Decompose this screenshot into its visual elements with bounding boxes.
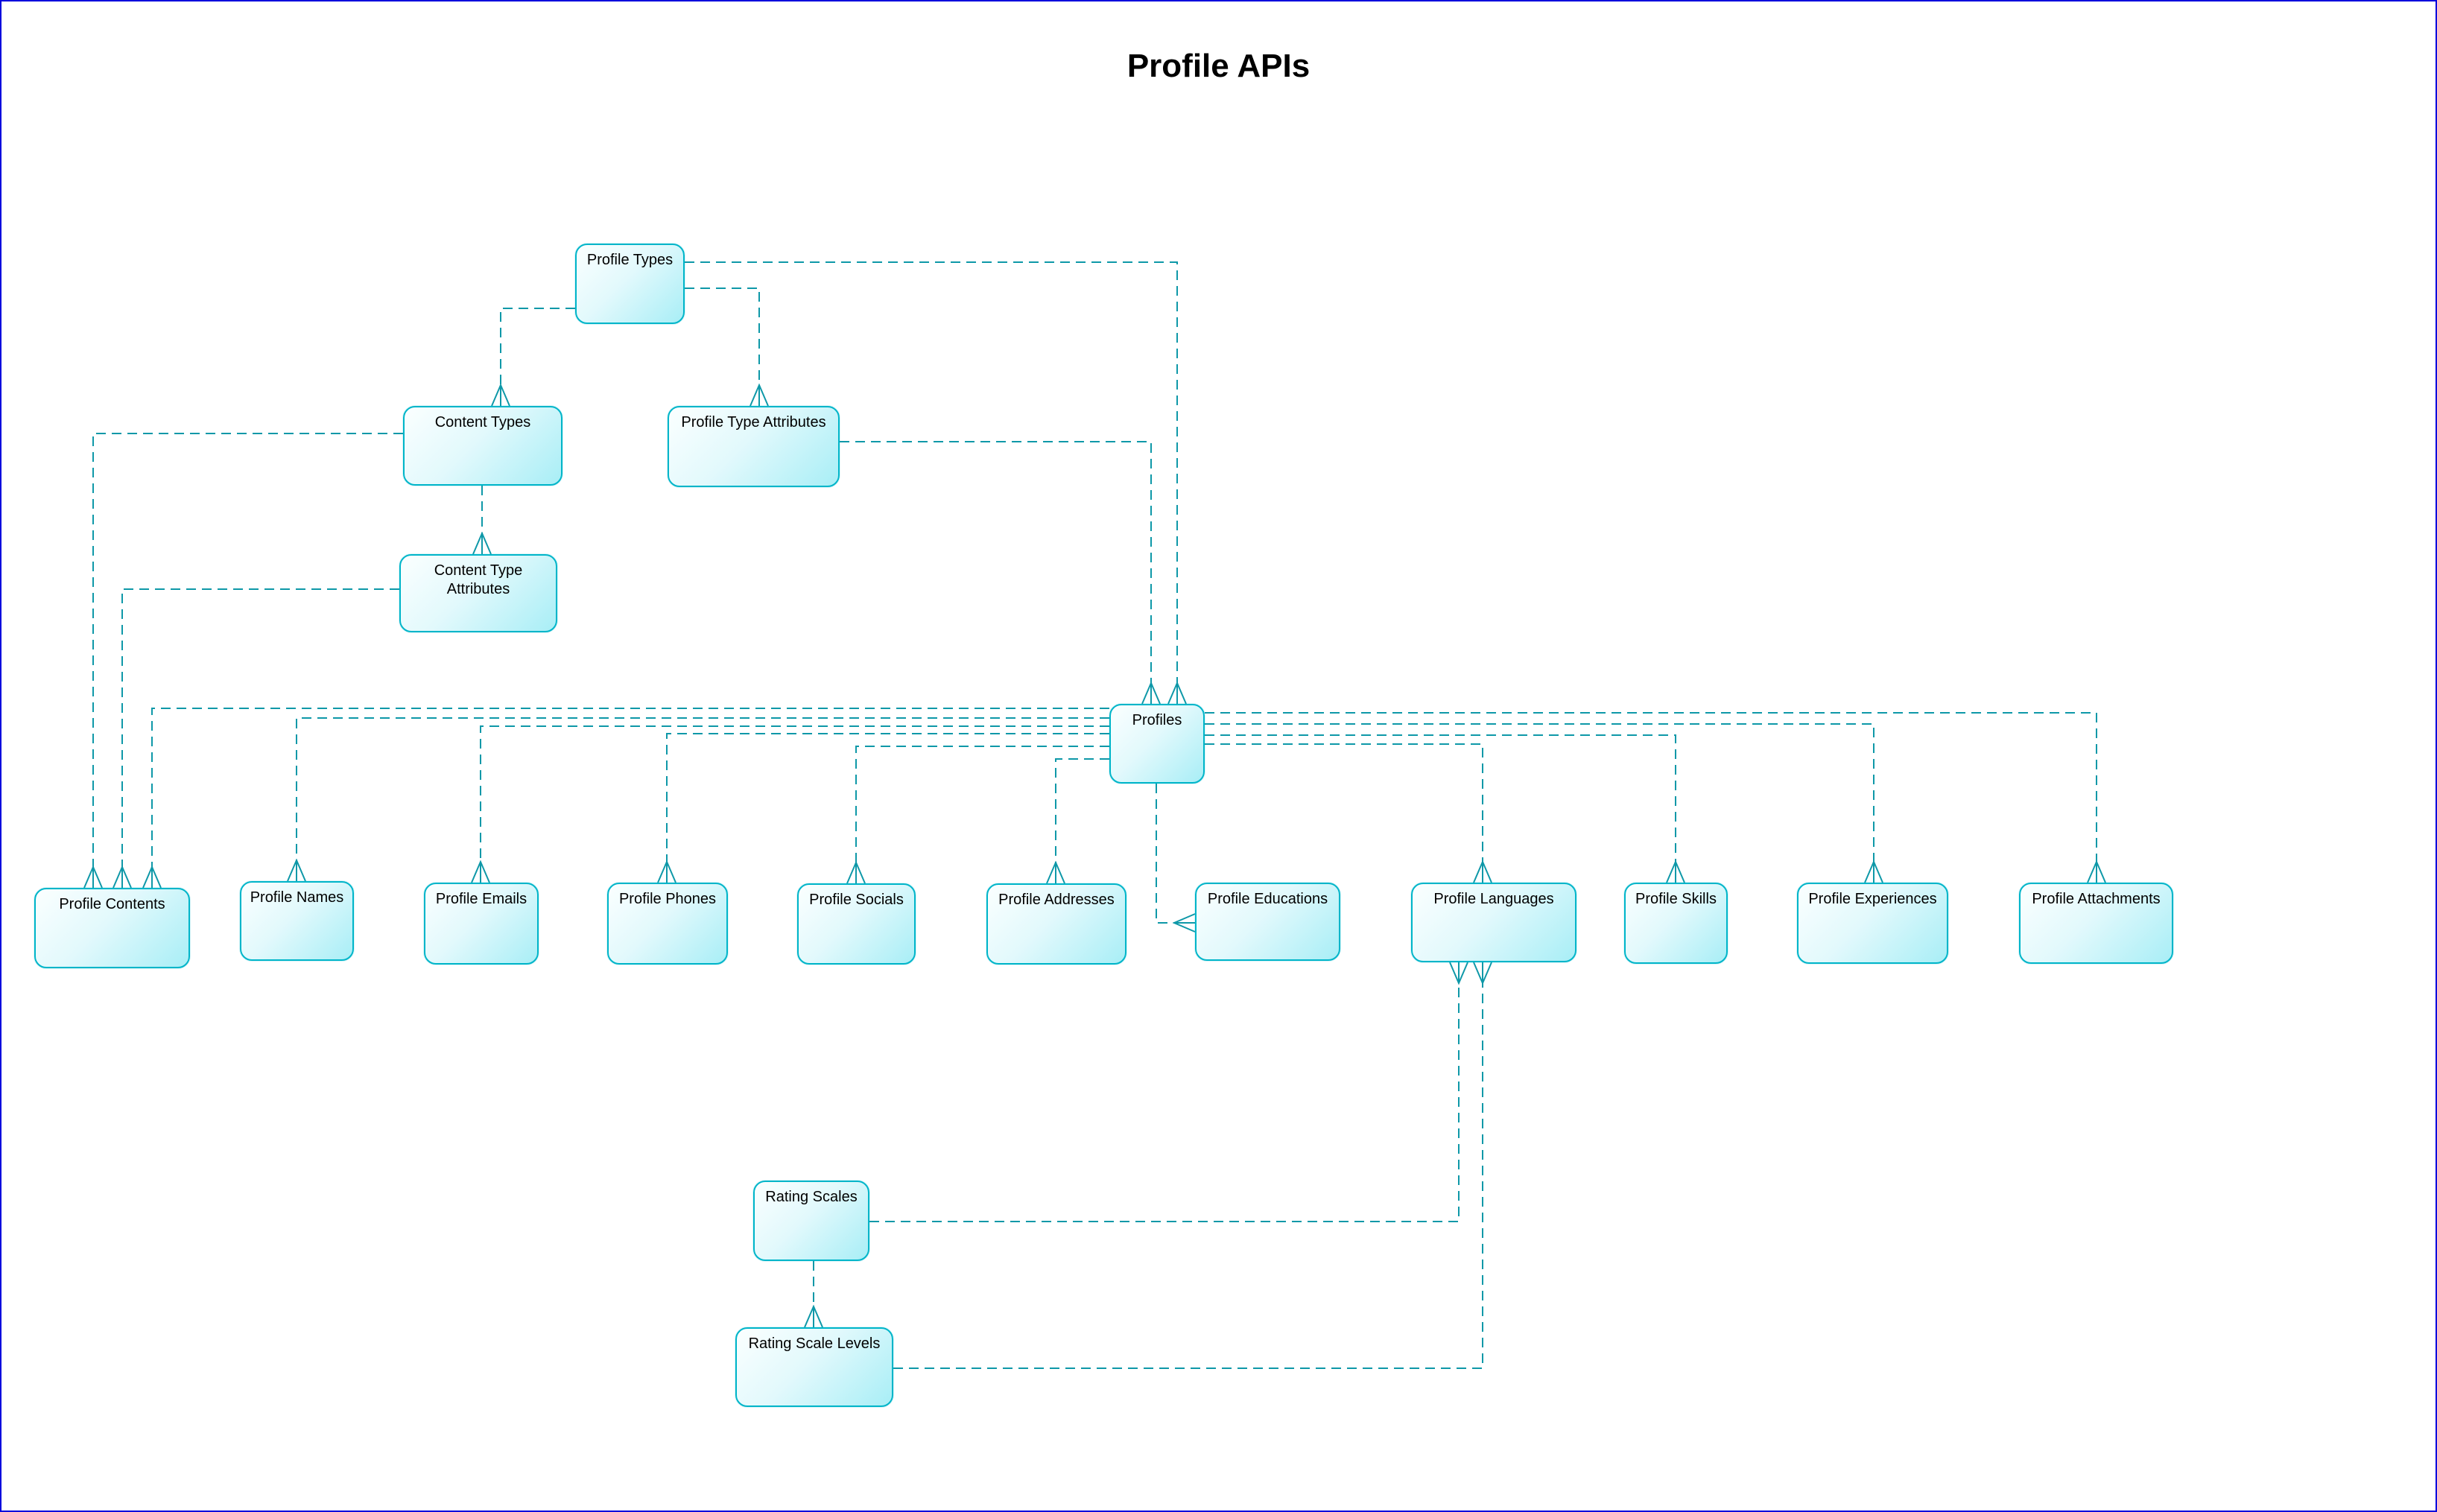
- edge-profiles--profile-attachments: [1205, 712, 2097, 862]
- entity-node-profiles[interactable]: Profiles: [1109, 704, 1205, 784]
- edge-profiles--profile-educations: [1156, 784, 1174, 924]
- entity-node-profile-skills[interactable]: Profile Skills: [1624, 883, 1728, 964]
- entity-node-profile-languages[interactable]: Profile Languages: [1411, 883, 1576, 962]
- crowsfoot-content-type-attributes: [472, 531, 492, 555]
- edge-profiles--profile-addresses: [1055, 758, 1109, 863]
- entity-node-profile-experiences[interactable]: Profile Experiences: [1797, 883, 1948, 964]
- entity-label-profile-socials: Profile Socials: [809, 892, 904, 908]
- entity-label-profile-attachments: Profile Attachments: [2032, 891, 2161, 907]
- entity-node-profile-names[interactable]: Profile Names: [240, 881, 354, 961]
- entity-node-content-types[interactable]: Content Types: [403, 406, 562, 486]
- crowsfoot-profile-contents: [112, 865, 132, 889]
- crowsfoot-profile-type-attributes: [750, 383, 769, 407]
- edge-profiles--profile-languages: [1205, 743, 1483, 862]
- crowsfoot-profile-attachments: [2087, 860, 2106, 883]
- crowsfoot-profile-contents: [142, 865, 162, 889]
- edge-profile-types--profile-type-attributes: [685, 288, 760, 385]
- entity-node-profile-emails[interactable]: Profile Emails: [424, 883, 539, 965]
- entity-label-profile-contents: Profile Contents: [59, 896, 165, 912]
- edge-profiles--profile-socials: [855, 746, 1109, 863]
- entity-node-profile-socials[interactable]: Profile Socials: [797, 883, 916, 965]
- crowsfoot-profile-experiences: [1864, 860, 1883, 883]
- crowsfoot-profile-contents: [83, 865, 103, 889]
- entity-node-profile-contents[interactable]: Profile Contents: [34, 888, 190, 968]
- crowsfoot-profile-languages: [1449, 962, 1468, 985]
- entity-node-rating-scale-levels[interactable]: Rating Scale Levels: [735, 1327, 893, 1407]
- entity-node-content-type-attributes[interactable]: Content Type Attributes: [399, 554, 557, 632]
- entity-node-profile-attachments[interactable]: Profile Attachments: [2019, 883, 2173, 964]
- entity-label-profiles: Profiles: [1132, 712, 1182, 728]
- crowsfoot-profile-languages: [1473, 962, 1492, 985]
- edge-profiles--profile-emails: [480, 725, 1109, 862]
- crowsfoot-profile-names: [287, 858, 306, 882]
- entity-label-profile-skills: Profile Skills: [1635, 891, 1717, 907]
- crowsfoot-profile-emails: [471, 860, 490, 883]
- crowsfoot-profile-languages: [1473, 860, 1492, 883]
- entity-label-profile-names: Profile Names: [250, 889, 344, 906]
- edge-rating-scales--profile-languages: [869, 983, 1460, 1222]
- crowsfoot-profile-educations: [1172, 913, 1196, 933]
- entity-node-profile-type-attributes[interactable]: Profile Type Attributes: [668, 406, 840, 487]
- edge-profiles--profile-phones: [666, 733, 1109, 862]
- edge-profiles--profile-skills: [1205, 734, 1676, 862]
- entity-node-rating-scales[interactable]: Rating Scales: [753, 1181, 869, 1261]
- diagram-title: Profile APIs: [1126, 48, 1311, 84]
- entity-label-profile-languages: Profile Languages: [1433, 891, 1554, 907]
- entity-label-rating-scales: Rating Scales: [765, 1189, 858, 1205]
- crowsfoot-content-types: [491, 383, 510, 407]
- edge-content-type-attributes--profile-contents: [121, 588, 399, 867]
- entity-node-profile-educations[interactable]: Profile Educations: [1195, 883, 1340, 961]
- entity-label-profile-types: Profile Types: [586, 252, 674, 268]
- entity-node-profile-phones[interactable]: Profile Phones: [607, 883, 728, 965]
- entity-label-profile-phones: Profile Phones: [618, 891, 717, 907]
- entity-label-profile-educations: Profile Educations: [1207, 891, 1328, 907]
- entity-label-profile-experiences: Profile Experiences: [1808, 891, 1937, 907]
- crowsfoot-profiles: [1167, 681, 1187, 705]
- edge-profile-types--content-types: [500, 308, 575, 385]
- crowsfoot-profile-phones: [657, 860, 676, 883]
- entity-node-profile-addresses[interactable]: Profile Addresses: [986, 883, 1126, 965]
- entity-label-profile-addresses: Profile Addresses: [998, 892, 1115, 908]
- crowsfoot-profile-skills: [1666, 860, 1685, 883]
- entity-label-profile-emails: Profile Emails: [435, 891, 527, 907]
- entity-label-rating-scale-levels: Rating Scale Levels: [748, 1335, 881, 1352]
- entity-label-content-types: Content Types: [434, 414, 531, 431]
- edge-content-types--profile-contents: [92, 433, 403, 867]
- crowsfoot-rating-scale-levels: [804, 1304, 823, 1328]
- edge-rating-scale-levels--profile-languages: [893, 983, 1483, 1369]
- crowsfoot-profile-addresses: [1046, 860, 1065, 884]
- entity-label-profile-type-attributes: Profile Type Attributes: [681, 414, 826, 431]
- edge-profile-type-attributes--profiles: [840, 441, 1152, 683]
- edge-profile-types--profiles: [685, 261, 1178, 683]
- entity-label-content-type-attributes: Content Type Attributes: [434, 562, 523, 597]
- edge-profiles--profile-contents: [151, 708, 1109, 867]
- edge-profiles--profile-experiences: [1205, 723, 1875, 862]
- crowsfoot-profile-socials: [846, 860, 866, 884]
- crowsfoot-profiles: [1141, 681, 1161, 705]
- entity-node-profile-types[interactable]: Profile Types: [575, 244, 685, 324]
- edge-profiles--profile-names: [296, 717, 1109, 860]
